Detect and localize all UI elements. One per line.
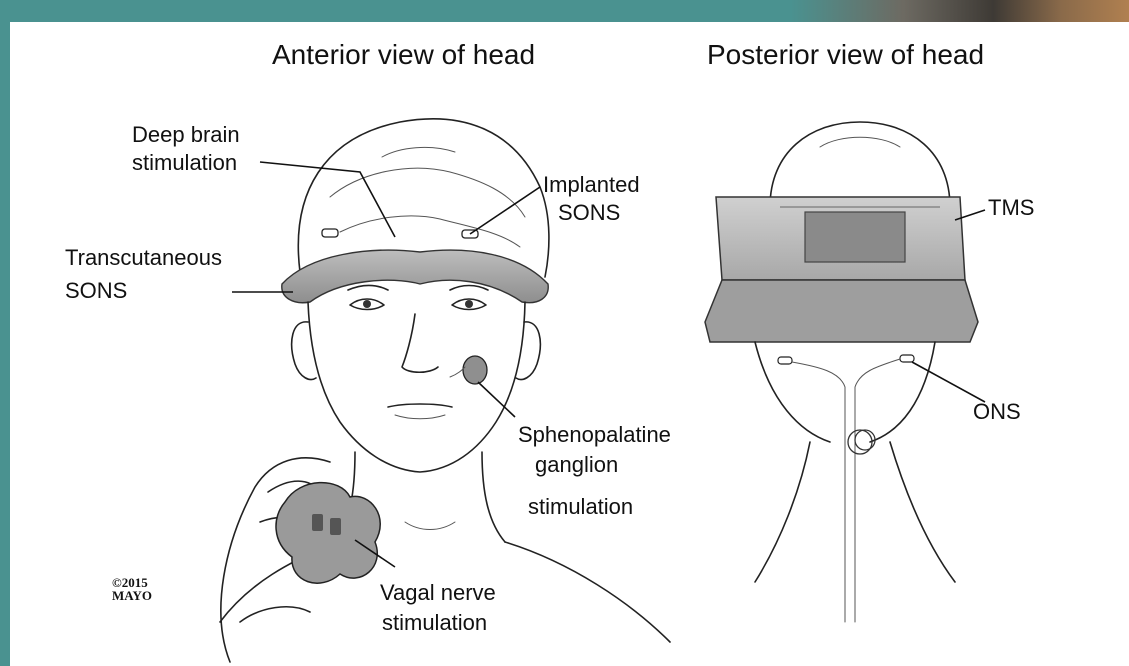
copyright-mayo: MAYO <box>112 588 152 603</box>
label-transcutaneous-sons-line2: SONS <box>65 278 127 303</box>
background-photo-strip <box>0 0 1129 22</box>
vagal-nerve-device <box>221 458 380 662</box>
leader-ons <box>912 362 985 402</box>
leader-implanted-sons <box>470 187 540 234</box>
anterior-view-title: Anterior view of head <box>272 39 535 70</box>
label-vagal-line2: stimulation <box>382 610 487 635</box>
illustration-svg: Anterior view of head Posterior view of … <box>10 22 1129 666</box>
posterior-view-title: Posterior view of head <box>707 39 984 70</box>
label-implanted-sons-line2: SONS <box>558 200 620 225</box>
label-deep-brain-line2: stimulation <box>132 150 237 175</box>
leader-dbs <box>260 162 395 237</box>
label-deep-brain-line1: Deep brain <box>132 122 240 147</box>
label-ons: ONS <box>973 399 1021 424</box>
leader-sphenopalatine <box>478 382 515 417</box>
label-vagal-line1: Vagal nerve <box>380 580 496 605</box>
label-sphenopalatine-line3: stimulation <box>528 494 633 519</box>
label-tms: TMS <box>988 195 1034 220</box>
label-sphenopalatine-line2: ganglion <box>535 452 618 477</box>
label-implanted-sons-line1: Implanted <box>543 172 640 197</box>
posterior-head-drawing <box>705 122 978 622</box>
illustration-panel: Anterior view of head Posterior view of … <box>10 22 1129 666</box>
label-transcutaneous-sons-line1: Transcutaneous <box>65 245 222 270</box>
anterior-head-drawing <box>220 119 670 642</box>
label-sphenopalatine-line1: Sphenopalatine <box>518 422 671 447</box>
